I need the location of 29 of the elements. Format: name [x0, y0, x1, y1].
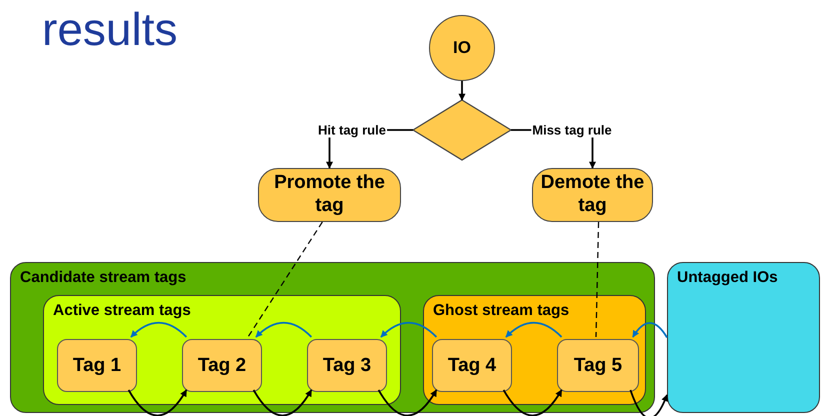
group-panel [423, 295, 646, 405]
decision-diamond [413, 100, 511, 160]
group-heading: Ghost stream tags [433, 302, 570, 320]
curved-arrow [378, 389, 438, 416]
process-box: Demote the tag [532, 168, 653, 222]
curved-arrow [505, 322, 562, 338]
page-title: results [42, 2, 178, 56]
tag-box: Tag 1 [57, 339, 137, 392]
arrow [458, 81, 466, 101]
curved-arrow [380, 322, 438, 338]
curved-arrow [255, 322, 312, 338]
edge-label: Hit tag rule [317, 122, 387, 138]
start-circle: IO [429, 15, 495, 81]
group-heading: Candidate stream tags [20, 269, 186, 287]
process-box: Promote the tag [258, 168, 401, 222]
curved-arrow [630, 390, 668, 416]
group-heading: Untagged IOs [677, 269, 778, 287]
group-panel [43, 295, 401, 405]
group-panel [10, 262, 655, 413]
tag-box: Tag 2 [182, 339, 262, 392]
group-heading: Active stream tags [53, 302, 191, 320]
tag-box: Tag 5 [557, 339, 639, 392]
tag-box: Tag 4 [432, 339, 512, 392]
dashed-line [248, 222, 323, 338]
curved-arrow [130, 322, 188, 338]
group-panel [667, 262, 820, 413]
dashed-line [595, 222, 600, 338]
tag-box: Tag 3 [307, 339, 387, 392]
edge-label: Miss tag rule [531, 122, 613, 138]
